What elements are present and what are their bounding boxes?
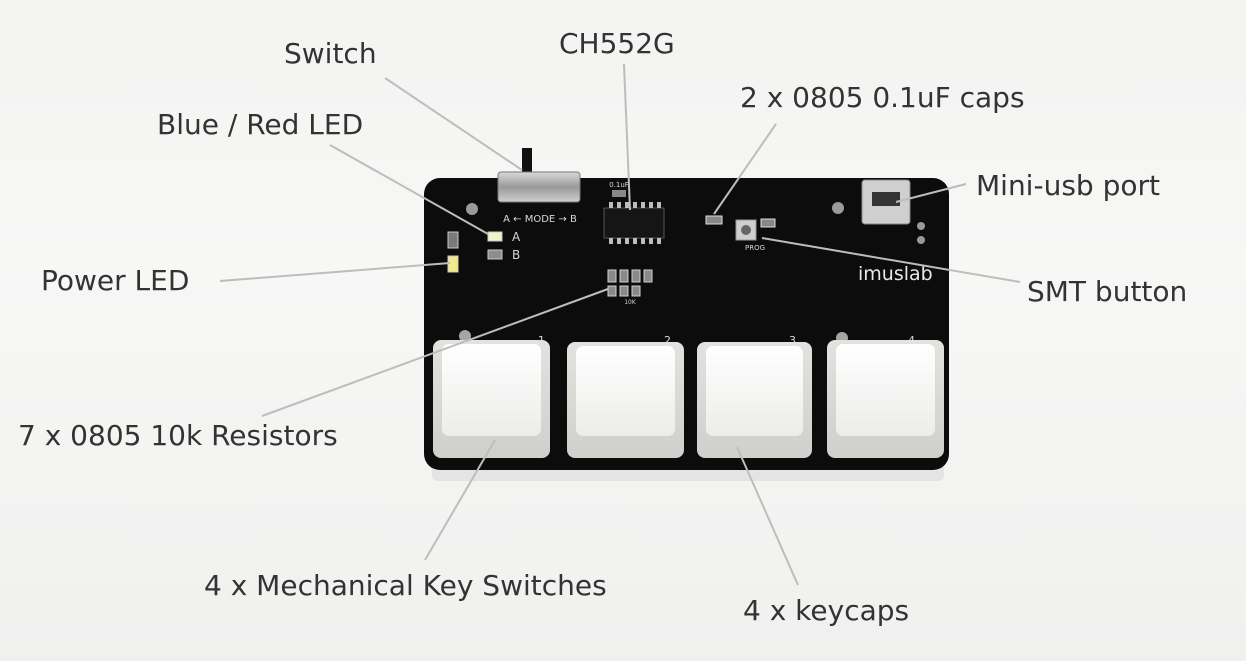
power-led-resistor <box>447 231 459 249</box>
keycap-2 <box>567 342 684 458</box>
leader-caps <box>713 123 777 215</box>
usb-pad-2 <box>917 236 925 244</box>
prog-silkscreen: PROG <box>745 244 765 252</box>
leader-resistors <box>261 288 609 417</box>
leader-blue-red-led <box>329 144 489 235</box>
leader-mcu <box>623 63 631 211</box>
pcb <box>424 178 949 470</box>
usb-pad-1 <box>917 222 925 230</box>
label-caps: 2 x 0805 0.1uF caps <box>740 81 1025 114</box>
mount-hole-top-right <box>832 202 844 214</box>
leader-smt-button <box>761 237 1021 283</box>
resistor-array <box>607 269 653 297</box>
label-key-switches: 4 x Mechanical Key Switches <box>204 569 607 602</box>
label-blue-red-led: Blue / Red LED <box>157 108 364 141</box>
label-switch: Switch <box>284 37 377 70</box>
usb-opening <box>872 192 900 206</box>
label-power-led: Power LED <box>41 264 190 297</box>
label-resistors: 7 x 0805 10k Resistors <box>18 419 338 452</box>
cap-0805-b <box>760 218 776 228</box>
led-b-silkscreen: B <box>512 248 520 262</box>
cap-silkscreen: 0.1uF <box>609 181 629 189</box>
key-number-2: 2 <box>664 334 671 347</box>
leader-usb <box>895 183 967 203</box>
cap-near-mcu <box>612 190 626 197</box>
label-usb: Mini-usb port <box>976 169 1160 202</box>
leader-key-switches <box>424 439 496 561</box>
label-keycaps: 4 x keycaps <box>743 594 910 627</box>
label-smt-button: SMT button <box>1027 275 1188 308</box>
switch-actuator <box>522 148 532 174</box>
keycap-3 <box>697 342 812 458</box>
leader-power-led <box>219 262 451 282</box>
label-mcu: CH552G <box>559 27 675 60</box>
brand-silkscreen: imuslab <box>858 263 933 285</box>
resistor-silkscreen: 10K <box>624 299 637 306</box>
slide-switch <box>497 171 581 203</box>
mcu-chip <box>603 202 665 244</box>
leader-keycaps <box>736 446 799 586</box>
keycap-1 <box>433 340 550 458</box>
mount-hole-top-left <box>466 203 478 215</box>
led-a-silkscreen: A <box>512 230 521 244</box>
blue-red-led-b <box>487 249 503 260</box>
cap-0805 <box>705 215 723 225</box>
leader-switch <box>384 77 523 171</box>
smt-button-plunger <box>741 225 751 235</box>
blue-red-led-a <box>487 231 503 242</box>
keycap-4 <box>827 340 944 458</box>
mode-silkscreen: A ← MODE → B <box>503 214 577 225</box>
mount-hole-mid-left <box>459 330 471 342</box>
key-number-3: 3 <box>789 334 796 347</box>
